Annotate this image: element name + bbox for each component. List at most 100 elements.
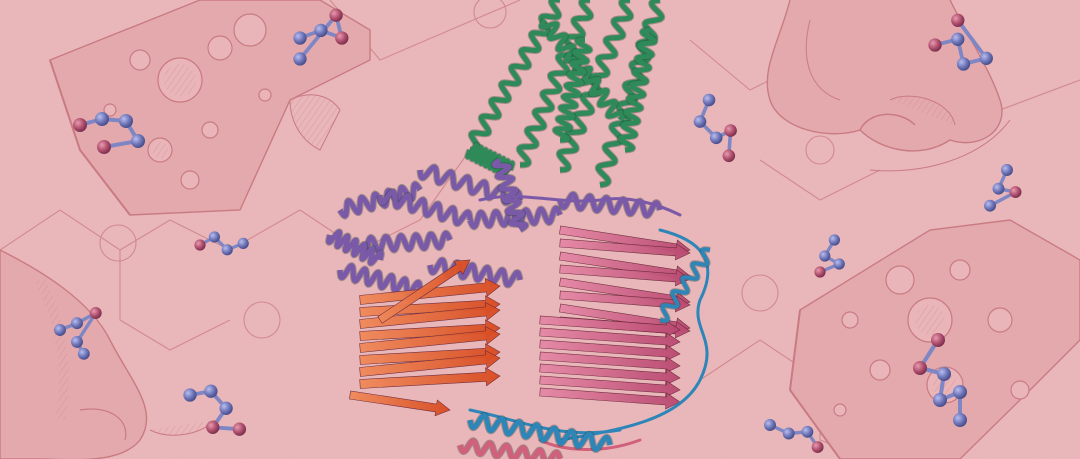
- molecule-atom: [221, 244, 233, 256]
- molecule-atom: [814, 266, 826, 278]
- nose-sketch-icon: [0, 249, 216, 459]
- nose-sketch-icon: [766, 0, 1011, 172]
- molecule-icon: [693, 93, 737, 163]
- molecule-bond: [955, 18, 989, 61]
- molecule-atom: [928, 38, 942, 52]
- molecule-atom: [913, 361, 927, 375]
- molecule-atom: [951, 32, 965, 46]
- molecule-atom: [709, 131, 723, 145]
- molecule-atom: [984, 199, 996, 212]
- molecule-icon: [984, 164, 1022, 212]
- helix-ribbon: [417, 164, 523, 206]
- sheet-pink: [539, 225, 691, 410]
- beta-sheet: [539, 387, 681, 410]
- helix-purple: [325, 157, 664, 298]
- molecule-icon: [183, 384, 247, 436]
- molecule-atom: [194, 239, 206, 251]
- beta-sheet: [539, 327, 681, 350]
- helix-ribbon: [377, 188, 473, 227]
- molecule-atom: [119, 114, 133, 128]
- molecule-atom: [693, 115, 707, 128]
- beta-sheet: [377, 259, 471, 324]
- molecule-atom: [722, 149, 736, 163]
- beta-sheet: [539, 375, 681, 398]
- molecule-atom: [54, 324, 66, 336]
- helix-ribbon: [516, 0, 594, 168]
- molecule-atom: [232, 422, 247, 436]
- molecule-atom: [95, 112, 109, 126]
- coil-loop: [538, 438, 642, 451]
- molecule-icon: [293, 8, 349, 66]
- molecule-atom: [97, 140, 111, 154]
- molecule-atom: [237, 237, 249, 249]
- beta-sheet: [559, 238, 691, 261]
- molecule-atom: [828, 234, 840, 246]
- helix-ribbon: [337, 263, 423, 297]
- molecule-atom: [77, 347, 90, 360]
- molecule-atom: [71, 317, 83, 330]
- molecule-atom: [811, 441, 824, 454]
- beta-sheet: [539, 315, 681, 338]
- molecule-icon: [814, 234, 845, 278]
- molecule-atom: [204, 384, 218, 398]
- molecule-icon: [54, 307, 102, 360]
- molecule-atom: [208, 231, 220, 243]
- molecule-atom: [933, 393, 947, 407]
- molecule-icon: [913, 333, 967, 427]
- molecule-atom: [702, 93, 716, 107]
- molecule-icon: [73, 112, 145, 154]
- molecule-atom: [1009, 186, 1022, 199]
- molecule-atom: [183, 388, 197, 402]
- coil-loop: [478, 194, 682, 217]
- molecule-atom: [73, 118, 87, 132]
- beta-sheet: [359, 367, 501, 389]
- molecules: [54, 8, 1022, 454]
- molecule-atom: [71, 335, 83, 348]
- molecule-atom: [293, 31, 307, 45]
- helix-ribbon: [326, 229, 384, 266]
- molecule-atom: [953, 385, 967, 399]
- molecule-atom: [979, 51, 993, 65]
- molecule-atom: [782, 427, 795, 440]
- molecule-atom: [314, 23, 328, 38]
- helix-ribbon: [617, 27, 658, 153]
- molecule-atom: [206, 420, 220, 434]
- molecule-atom: [956, 57, 971, 71]
- helix-ribbon: [457, 438, 563, 459]
- molecule-atom: [131, 134, 145, 148]
- molecule-atom: [329, 8, 343, 22]
- molecule-atom: [801, 425, 814, 438]
- molecule-atom: [937, 367, 951, 381]
- molecule-icon: [194, 231, 249, 256]
- beta-sheet: [539, 363, 681, 386]
- beta-sheet: [539, 339, 681, 362]
- molecule-atom: [764, 419, 776, 431]
- molecule-atom: [293, 52, 307, 66]
- molecule-atom: [335, 31, 349, 45]
- beta-sheet: [359, 349, 501, 377]
- molecule-atom: [219, 401, 233, 415]
- helix-ribbon: [357, 230, 453, 255]
- beta-sheet: [539, 351, 681, 374]
- molecule-atom: [89, 307, 102, 319]
- molecule-atom: [724, 124, 737, 137]
- helix-ribbon: [552, 37, 593, 143]
- molecule-icon: [764, 419, 824, 454]
- helix-ribbon: [467, 413, 613, 452]
- sheet-orange: [349, 259, 501, 417]
- beta-sheet: [349, 390, 451, 417]
- molecule-bond: [298, 13, 339, 61]
- molecule-atom: [833, 258, 845, 270]
- beta-sheet: [559, 264, 691, 287]
- helix-ribbon: [659, 247, 711, 323]
- beta-sheet: [359, 325, 501, 353]
- helix-green: [464, 0, 666, 189]
- molecule-atom: [931, 333, 945, 347]
- coil: [456, 194, 711, 459]
- helix-ribbon: [427, 257, 523, 288]
- molecule-atom: [1001, 164, 1013, 176]
- molecule-icon: [928, 13, 993, 71]
- cheese-sketch-icon: [49, 0, 371, 216]
